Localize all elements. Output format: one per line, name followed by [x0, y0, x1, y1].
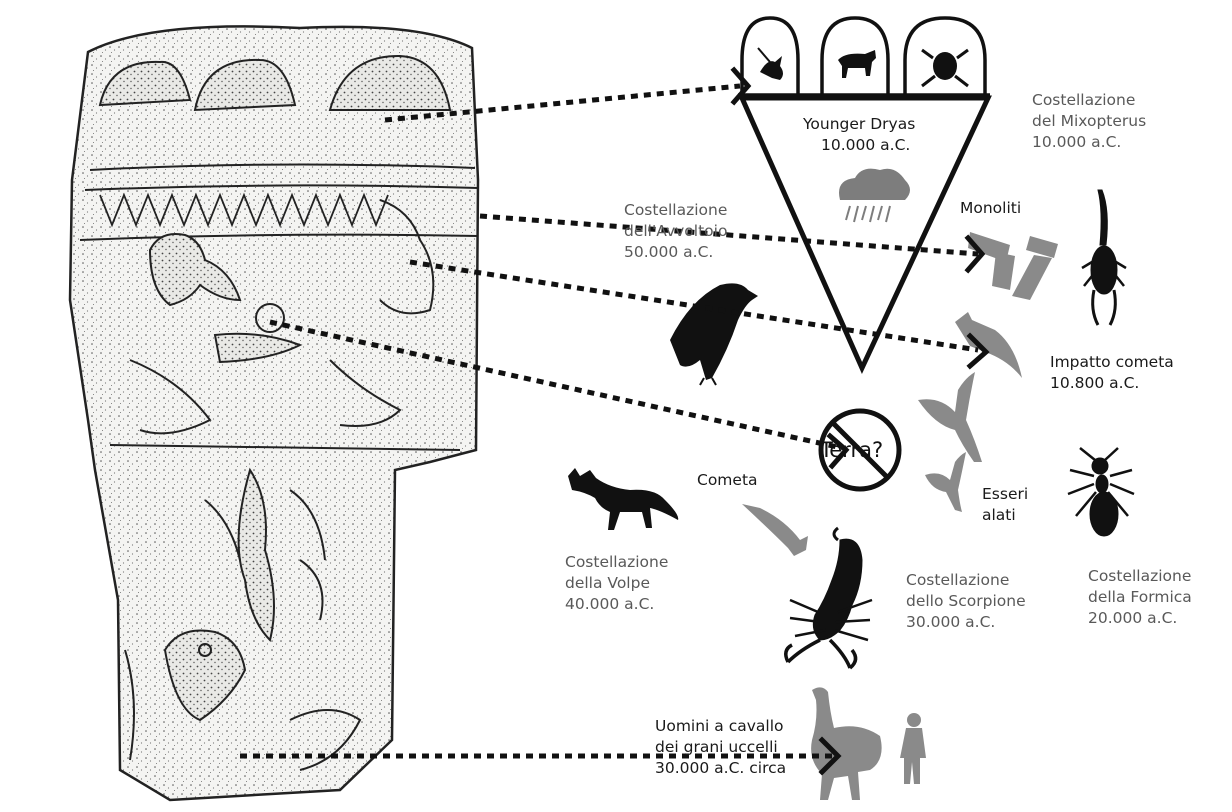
impatto-label: Impatto cometa 10.800 a.C.: [1050, 352, 1174, 394]
younger-dryas-date: 10.000 a.C.: [821, 135, 911, 154]
impatto-name: Impatto cometa: [1050, 353, 1174, 371]
no-sign-icon: [818, 408, 902, 492]
arrowhead-monoliti: [964, 234, 986, 274]
human-figure-icon: [900, 713, 926, 784]
younger-dryas-triangle: [738, 95, 992, 375]
vulture-icon: [670, 283, 758, 386]
scorpion-arthropod-icon: [1081, 189, 1127, 326]
cometa-label: Cometa: [697, 471, 758, 489]
arrowhead-terra: [826, 432, 850, 470]
dotted-arrows: [240, 83, 979, 759]
uomini-line2: dei grani uccelli: [655, 737, 778, 756]
uomini-line1: Uomini a cavallo: [655, 717, 784, 735]
formica-date: 20.000 a.C.: [1088, 608, 1178, 627]
avvoltoio-label: Costellazione dell'Avvoltoio 50.000 a.C.: [624, 200, 727, 263]
giant-bird-icon: [811, 687, 882, 800]
mixopterus-label: Costellazione del Mixopterus 10.000 a.C.: [1032, 90, 1146, 153]
formica-line1: Costellazione: [1088, 567, 1192, 585]
uomini-date: 30.000 a.C. circa: [655, 758, 787, 777]
arrow-to-impatto: [409, 259, 979, 353]
scorpione-line2: dello Scorpione: [906, 591, 1026, 610]
formica-label: Costellazione della Formica 20.000 a.C.: [1088, 566, 1192, 629]
comet-icon: [742, 312, 1022, 556]
volpe-line1: Costellazione: [565, 553, 669, 571]
avvoltoio-line2: dell'Avvoltoio: [624, 221, 728, 240]
monolith-icon: [968, 232, 1058, 300]
ant-icon: [1067, 447, 1135, 537]
volpe-label: Costellazione della Volpe 40.000 a.C.: [565, 552, 668, 615]
avvoltoio-line1: Costellazione: [624, 201, 728, 219]
frog-icon: [921, 48, 969, 88]
mixopterus-date: 10.000 a.C.: [1032, 132, 1122, 151]
arrowhead-uomini: [818, 736, 842, 776]
formica-line2: della Formica: [1088, 587, 1192, 606]
terra-label: Terra?: [820, 438, 884, 462]
arrow-to-monoliti: [479, 213, 979, 257]
esseri-line2: alati: [982, 505, 1016, 524]
arrowhead-arches: [730, 66, 752, 106]
monoliti-label: Monoliti: [960, 199, 1022, 217]
esseri-line1: Esseri: [982, 485, 1029, 503]
impatto-date: 10.800 a.C.: [1050, 373, 1140, 392]
mixopterus-line2: del Mixopterus: [1032, 111, 1147, 130]
volpe-date: 40.000 a.C.: [565, 594, 655, 613]
winged-being-icon: [918, 372, 982, 512]
bull-icon: [838, 50, 876, 78]
scorpione-date: 30.000 a.C.: [906, 612, 996, 631]
younger-dryas-label: Younger Dryas 10.000 a.C.: [803, 114, 915, 156]
scorpion-icon: [784, 526, 873, 670]
bird-icon: [757, 47, 783, 80]
rain-cloud-icon: [839, 168, 910, 223]
volpe-line2: della Volpe: [565, 573, 650, 592]
arrowhead-impatto: [966, 332, 990, 370]
esseri-label: Esseri alati: [982, 484, 1028, 526]
scorpione-label: Costellazione dello Scorpione 30.000 a.C…: [906, 570, 1026, 633]
mixopterus-line1: Costellazione: [1032, 91, 1136, 109]
avvoltoio-date: 50.000 a.C.: [624, 242, 714, 261]
pillar-stone-carving: [68, 25, 480, 802]
fox-icon: [568, 468, 679, 530]
scorpione-line1: Costellazione: [906, 571, 1010, 589]
uomini-label: Uomini a cavallo dei grani uccelli 30.00…: [655, 716, 786, 779]
arrowheads: [730, 66, 990, 776]
arrow-to-terra: [269, 319, 843, 451]
younger-dryas-name: Younger Dryas: [803, 115, 916, 133]
